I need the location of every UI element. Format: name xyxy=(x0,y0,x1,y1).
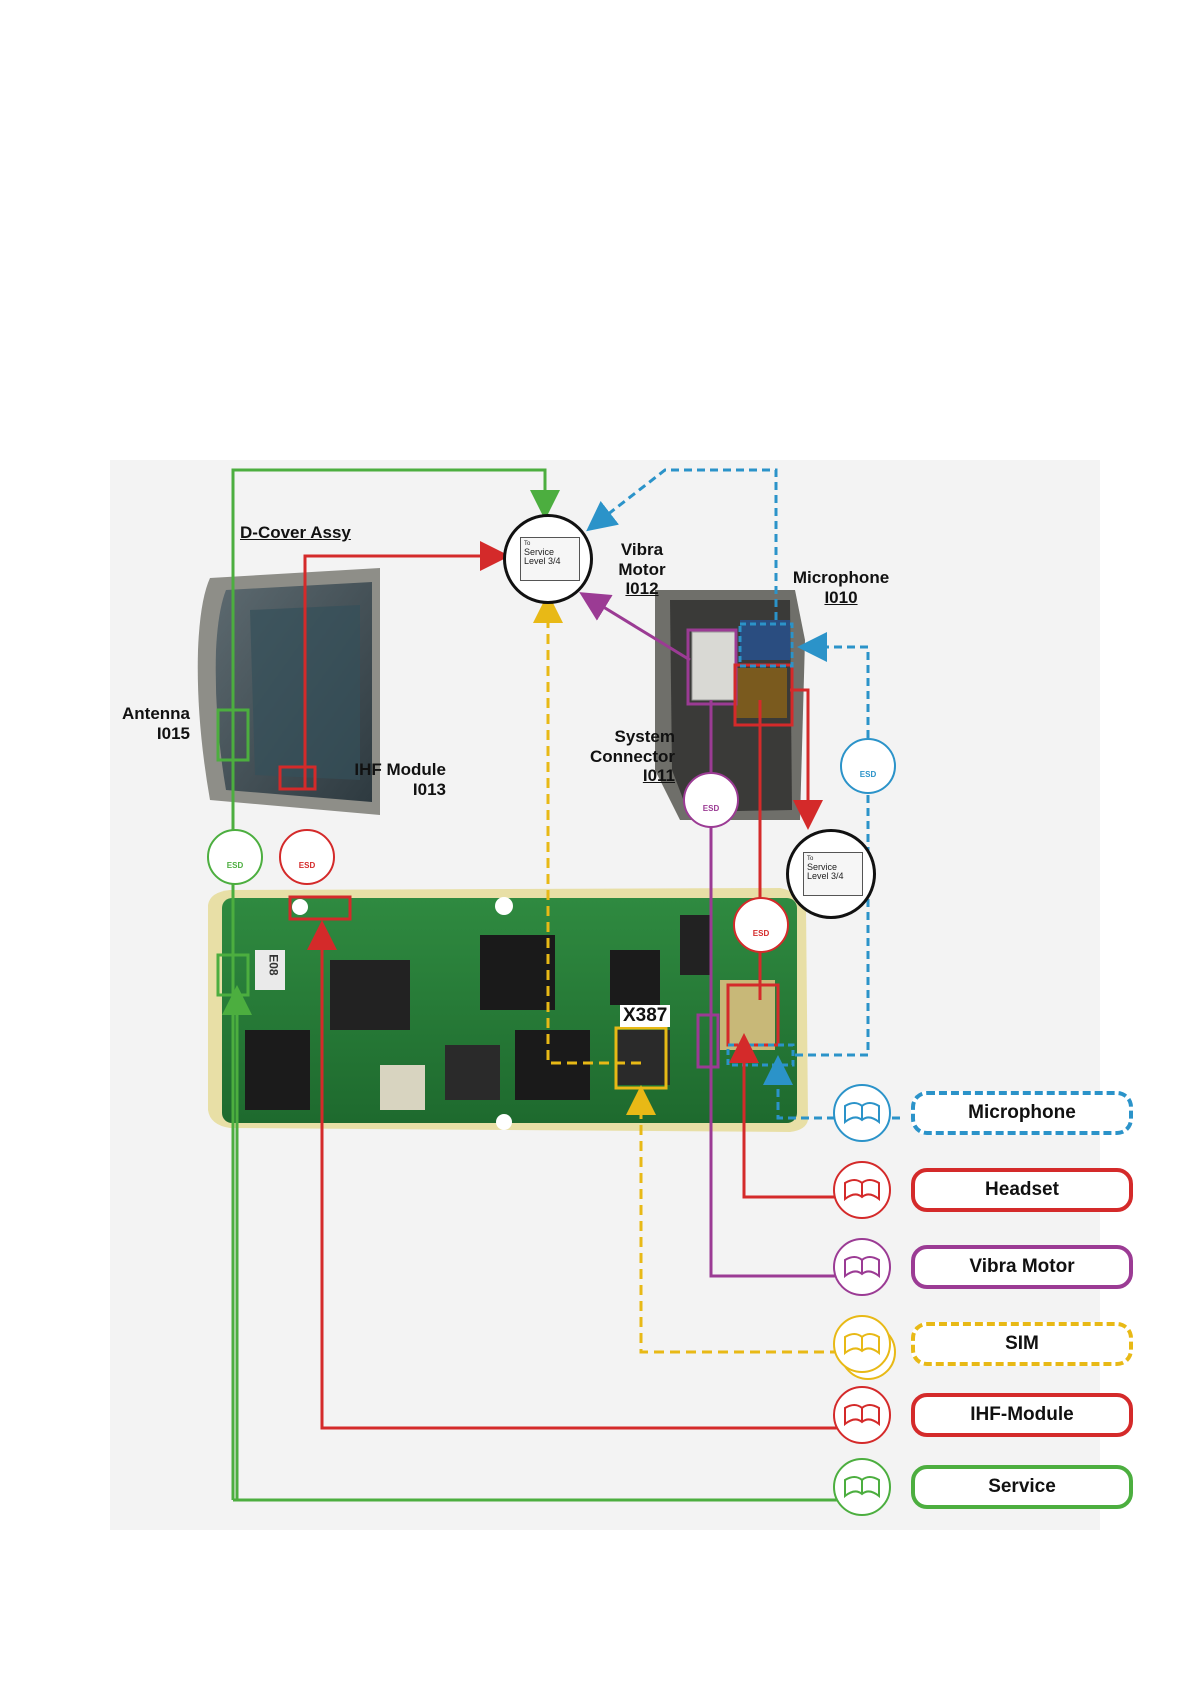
microphone-label: Microphone I010 xyxy=(786,568,896,607)
book-icon xyxy=(833,1386,891,1444)
esd-brush-icon: ESD xyxy=(733,897,789,953)
d-cover-label: D-Cover Assy xyxy=(240,523,351,543)
legend-item-ihf: IHF-Module xyxy=(911,1393,1133,1437)
legend-label: Microphone xyxy=(968,1102,1076,1124)
x387-label: X387 xyxy=(620,1005,670,1027)
legend-label: Service xyxy=(988,1476,1056,1498)
esd-brush-icon: ESD xyxy=(207,829,263,885)
service-level-right: To Service Level 3/4 xyxy=(786,829,876,919)
legend-label: Vibra Motor xyxy=(969,1256,1074,1278)
esd-brush-icon: ESD xyxy=(683,772,739,828)
legend-item-microphone: Microphone xyxy=(911,1091,1133,1135)
legend-label: IHF-Module xyxy=(970,1404,1073,1426)
legend-item-vibra: Vibra Motor xyxy=(911,1245,1133,1289)
board-marking: E08 xyxy=(266,954,280,975)
service-box-icon: To Service Level 3/4 xyxy=(803,852,863,896)
esd-brush-icon: ESD xyxy=(840,738,896,794)
book-icon xyxy=(833,1315,891,1373)
legend-item-sim: SIM xyxy=(911,1322,1133,1366)
esd-brush-icon: ESD xyxy=(279,829,335,885)
ihf-label: IHF Module I013 xyxy=(340,760,446,799)
legend-item-headset: Headset xyxy=(911,1168,1133,1212)
legend-label: Headset xyxy=(985,1179,1059,1201)
antenna-label: Antenna I015 xyxy=(112,704,190,743)
service-level-top: To Service Level 3/4 xyxy=(503,514,593,604)
book-icon xyxy=(833,1458,891,1516)
legend-label: SIM xyxy=(1005,1333,1039,1355)
service-box-icon: To Service Level 3/4 xyxy=(520,537,580,581)
pcb-photo xyxy=(208,888,808,1132)
book-icon xyxy=(833,1238,891,1296)
legend-item-service: Service xyxy=(911,1465,1133,1509)
book-icon xyxy=(833,1161,891,1219)
book-icon xyxy=(833,1084,891,1142)
